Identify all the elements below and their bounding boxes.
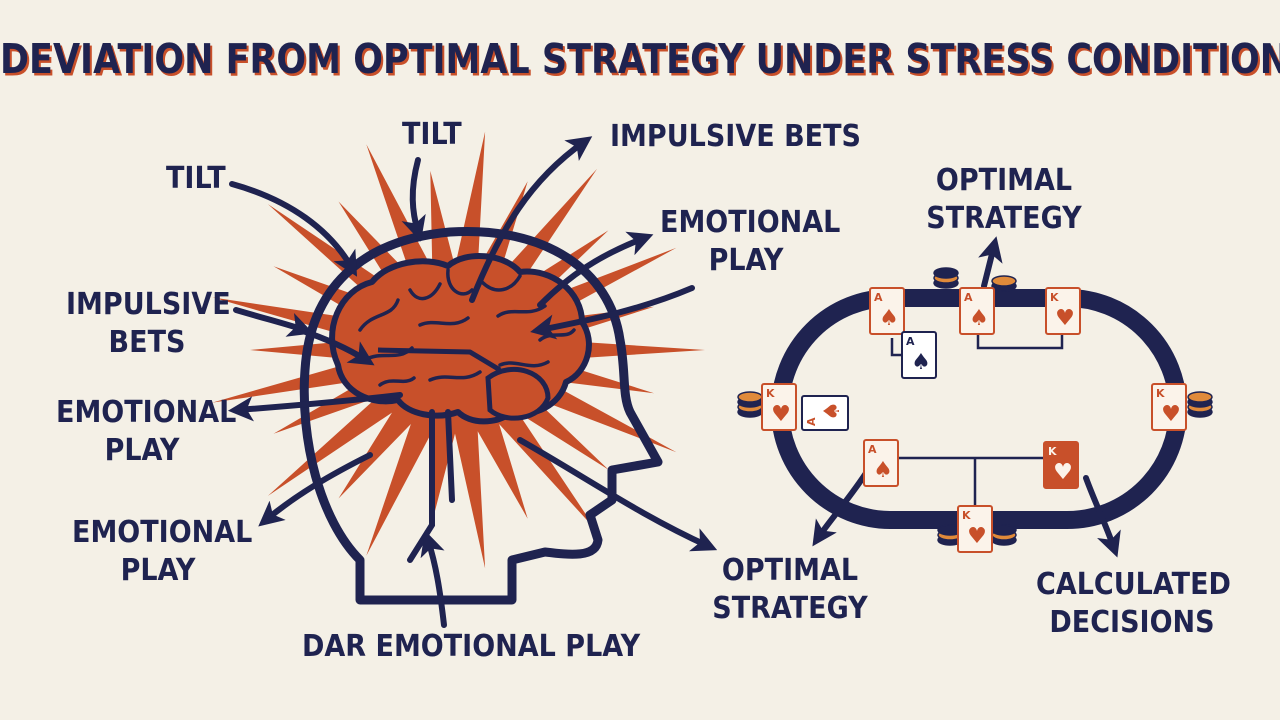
label-dar-emotional-play: DAR EMOTIONAL PLAY <box>302 629 641 664</box>
arrow-tilt-top <box>401 157 426 242</box>
playing-card: K♥ <box>957 505 993 553</box>
playing-card: A♠ <box>863 439 899 487</box>
chip <box>1187 391 1213 403</box>
cards: A♠A♠A♠K♥K♥A♠K♥A♠K♥K♥ <box>761 287 1187 553</box>
playing-card: A♠ <box>869 287 905 335</box>
arrow-calculated <box>1083 475 1121 558</box>
card-rank: A <box>805 417 818 426</box>
spade-icon: ♠ <box>879 306 899 331</box>
card-rank: A <box>964 291 973 304</box>
label-impulsive-bets-left: IMPULSIVE BETS <box>66 287 231 360</box>
card-rank: K <box>1156 387 1165 400</box>
playing-card: K♥ <box>1043 441 1079 489</box>
spade-icon: ♠ <box>873 458 893 483</box>
card-rank: K <box>766 387 775 400</box>
label-optimal-strategy-top: OPTIMAL STRATEGY <box>926 163 1082 236</box>
label-optimal-strategy-bottom: OPTIMAL STRATEGY <box>712 553 868 626</box>
card-rank: A <box>874 291 883 304</box>
label-calculated-decisions: CALCULATED DECISIONS <box>1036 567 1231 640</box>
arrow-emotional-lower <box>258 452 373 527</box>
chip <box>933 267 959 279</box>
label-emotional-play-right: EMOTIONAL PLAY <box>660 205 841 278</box>
spade-icon: ♠ <box>911 350 931 375</box>
label-tilt-top: TILT <box>402 117 462 152</box>
playing-card: K♥ <box>1045 287 1081 335</box>
heart-icon: ♥ <box>967 524 987 549</box>
arrow-optimal-bottom-table <box>812 467 871 547</box>
arrow-dar-emotional <box>420 530 447 628</box>
heart-icon: ♥ <box>1161 402 1181 427</box>
card-rank: K <box>1048 445 1057 458</box>
arrow-optimal-bottom <box>517 437 718 552</box>
heart-icon: ♥ <box>1053 460 1073 485</box>
arrow-tilt-left <box>229 181 358 277</box>
label-emotional-play-lower: EMOTIONAL PLAY <box>72 515 253 588</box>
playing-card: K♥ <box>761 383 797 431</box>
arrow-emotional-right <box>537 231 654 308</box>
card-rank: K <box>1050 291 1059 304</box>
arrow-impulsive-top <box>469 136 593 303</box>
spade-icon: ♠ <box>969 306 989 331</box>
label-tilt-left: TILT <box>166 161 226 196</box>
arrow-optimal-top <box>978 236 1003 289</box>
chip <box>991 524 1017 536</box>
playing-card: A♠ <box>801 395 849 431</box>
head-outline <box>299 226 663 605</box>
arrow-emotional-left <box>227 392 403 422</box>
head-arrows <box>227 136 718 628</box>
playing-card: A♠ <box>959 287 995 335</box>
page-title: DEVIATION FROM OPTIMAL STRATEGY UNDER ST… <box>0 36 1280 84</box>
heart-icon: ♥ <box>1055 306 1075 331</box>
label-emotional-play-left: EMOTIONAL PLAY <box>56 395 237 468</box>
label-impulsive-bets-top: IMPULSIVE BETS <box>610 119 861 154</box>
arrow-impulsive-left-2 <box>297 327 375 366</box>
playing-card: K♥ <box>1151 383 1187 431</box>
card-rank: A <box>906 335 915 348</box>
arrow-emotional-into <box>530 285 695 340</box>
chip <box>737 391 763 403</box>
spade-icon: ♠ <box>820 401 845 421</box>
card-rank: K <box>962 509 971 522</box>
playing-card: A♠ <box>901 331 937 379</box>
heart-icon: ♥ <box>771 402 791 427</box>
table-arrows <box>812 236 1121 558</box>
card-rank: A <box>868 443 877 456</box>
chip <box>991 275 1017 287</box>
